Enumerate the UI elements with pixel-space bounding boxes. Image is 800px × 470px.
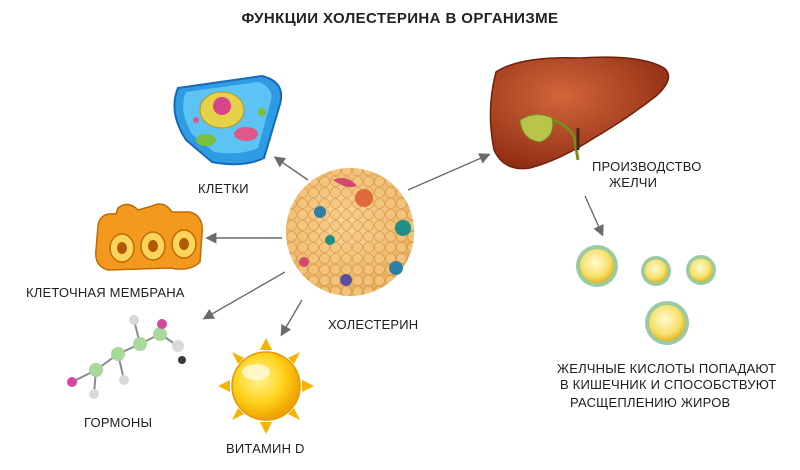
- label-bile-acids-line3: РАСЩЕПЛЕНИЮ ЖИРОВ: [570, 395, 731, 410]
- label-bile-acids-line2: В КИШЕЧНИК И СПОСОБСТВУЮТ: [560, 377, 777, 392]
- arrow-to-vitamin-d: [280, 299, 303, 337]
- label-bile-acids-line1: ЖЕЛЧНЫЕ КИСЛОТЫ ПОПАДАЮТ: [557, 361, 777, 376]
- bile-acid-micelle: [576, 245, 618, 287]
- liver-icon: [489, 56, 670, 170]
- arrows: [202, 153, 604, 337]
- label-bile-production-line1: ПРОИЗВОДСТВО: [592, 159, 702, 174]
- sun-icon: [218, 338, 314, 434]
- arrow-to-bile-acids: [584, 195, 604, 237]
- bile-acid-micelle: [686, 255, 716, 285]
- arrow-to-hormones: [202, 271, 286, 320]
- bile-acid-micelle: [645, 301, 689, 345]
- label-cholesterol: ХОЛЕСТЕРИН: [328, 317, 419, 332]
- membrane-icon: [95, 203, 203, 271]
- cholesterol-icon: [286, 168, 414, 296]
- hormone-molecule-icon: [67, 315, 186, 399]
- label-hormones: ГОРМОНЫ: [84, 415, 153, 430]
- arrow-to-cells: [273, 156, 309, 181]
- label-cells: КЛЕТКИ: [198, 181, 249, 196]
- bile-acids-icon: [576, 245, 716, 345]
- label-vitamin-d: ВИТАМИН D: [226, 441, 305, 456]
- label-bile-production-line2: ЖЕЛЧИ: [609, 175, 658, 190]
- label-membrane: КЛЕТОЧНАЯ МЕМБРАНА: [26, 285, 185, 300]
- cell-icon: [173, 74, 283, 166]
- bile-acid-micelle: [641, 256, 671, 286]
- diagram-title: ФУНКЦИИ ХОЛЕСТЕРИНА В ОРГАНИЗМЕ: [241, 10, 559, 27]
- arrow-to-liver: [407, 153, 491, 191]
